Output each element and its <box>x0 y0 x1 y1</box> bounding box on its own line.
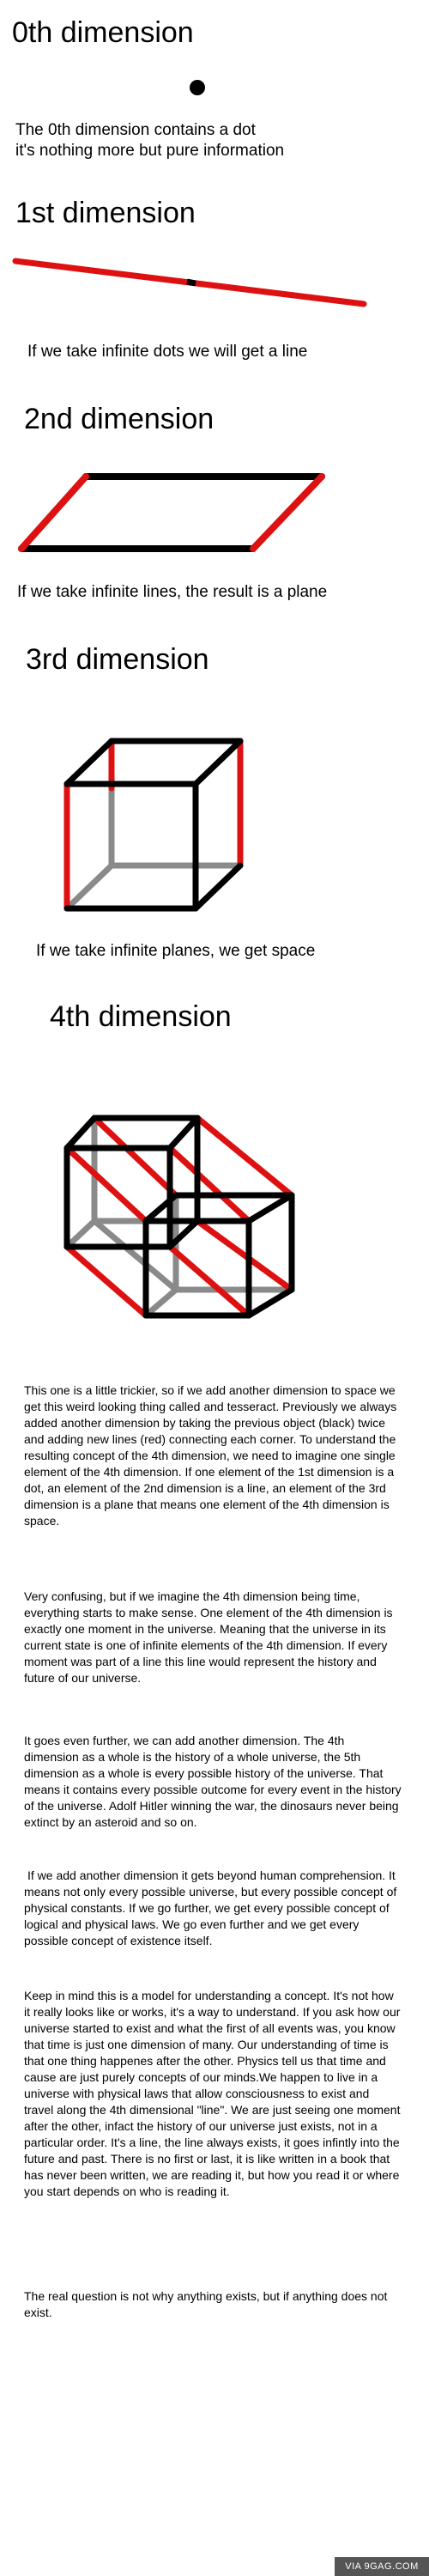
cube-illustration <box>63 738 244 912</box>
heading-1st-dimension: 1st dimension <box>15 197 196 229</box>
caption-2nd-dimension: If we take infinite lines, the result is… <box>17 583 328 601</box>
line-illustration <box>12 258 367 307</box>
caption-3rd-dimension: If we take infinite planes, we get space <box>36 942 316 960</box>
watermark-badge: VIA 9GAG.COM <box>335 2557 429 2576</box>
paragraph-tesseract: This one is a little trickier, so if we … <box>24 1383 397 1528</box>
heading-3rd-dimension: 3rd dimension <box>26 643 209 676</box>
paragraph-time: Very confusing, but if we imagine the 4t… <box>24 1589 393 1685</box>
heading-4th-dimension: 4th dimension <box>50 1000 232 1033</box>
plane-illustration <box>18 473 325 552</box>
paragraph-model: Keep in mind this is a model for underst… <box>24 1989 401 2198</box>
heading-2nd-dimension: 2nd dimension <box>24 403 214 435</box>
caption-1st-dimension: If we take infinite dots we will get a l… <box>27 343 308 361</box>
caption-0th-line1: The 0th dimension contains a dot <box>15 121 256 139</box>
caption-0th-line2: it's nothing more but pure information <box>15 142 285 160</box>
paragraph-real-question: The real question is not why anything ex… <box>24 2289 388 2319</box>
dot-illustration <box>190 80 205 95</box>
paragraph-beyond: If we add another dimension it gets beyo… <box>24 1868 397 1947</box>
tesseract-illustration <box>63 1115 295 1319</box>
paragraph-5th-dimension: It goes even further, we can add another… <box>24 1734 402 1829</box>
heading-0th-dimension: 0th dimension <box>12 16 194 49</box>
caption-0th-dimension: The 0th dimension contains a dot it's no… <box>15 120 410 161</box>
